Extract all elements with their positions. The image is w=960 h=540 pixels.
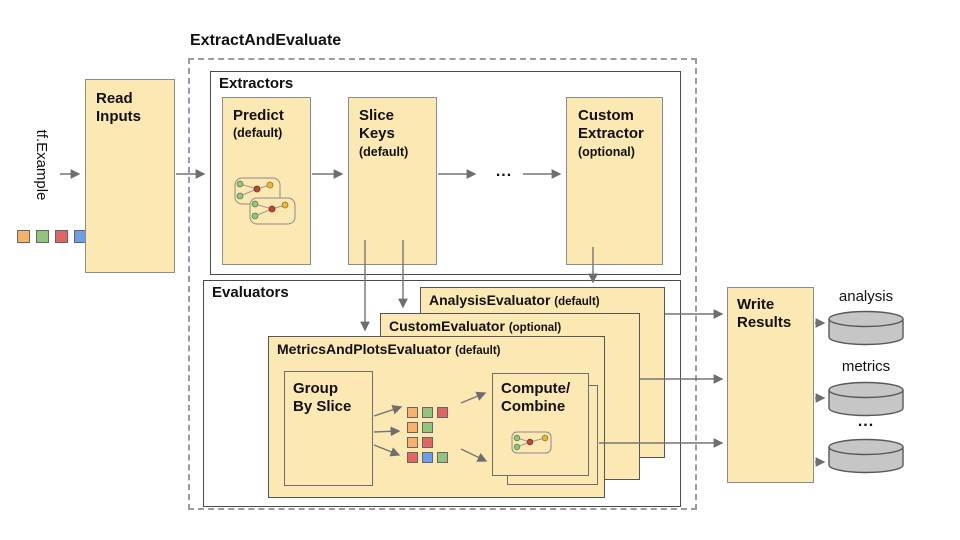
read-inputs-box: Read Inputs — [85, 79, 175, 273]
slice-square-red — [437, 407, 448, 418]
read-inputs-label-line2: Inputs — [96, 108, 141, 126]
slice-square-orange — [407, 407, 418, 418]
slice-square-orange — [407, 437, 418, 448]
extractor-slice-keys-box: Slice Keys (default) — [348, 97, 437, 265]
read-inputs-label-line1: Read — [96, 90, 133, 107]
write-results-box: Write Results — [727, 287, 814, 483]
tf-example-label: tf.Example — [33, 129, 50, 201]
custom-extractor-label-line2: Extractor — [578, 125, 644, 143]
input-legend — [17, 230, 87, 243]
slice-row-3 — [407, 437, 448, 448]
pipeline-dashed-boundary — [188, 58, 697, 510]
legend-square-orange — [17, 230, 30, 243]
slice-keys-label-line1: Slice — [359, 107, 395, 124]
slice-square-green — [422, 407, 433, 418]
predict-label: Predict — [233, 107, 284, 124]
analysis-evaluator-label: AnalysisEvaluator — [429, 292, 551, 308]
model-graph-icon — [511, 431, 552, 454]
extractor-custom-box: Custom Extractor (optional) — [566, 97, 663, 265]
pipeline-title: ExtractAndEvaluate — [190, 32, 342, 49]
slice-square-blue — [422, 452, 433, 463]
legend-square-red — [55, 230, 68, 243]
custom-extractor-qualifier: (optional) — [578, 144, 635, 159]
slice-keys-label-line2: Keys — [359, 125, 395, 143]
group-by-slice-box: Group By Slice — [284, 371, 373, 486]
output-analysis-label: analysis — [838, 288, 894, 305]
predict-qualifier: (default) — [233, 126, 283, 141]
compute-combine-box: Compute/ Combine — [492, 373, 589, 476]
metrics-plots-evaluator-qualifier: (default) — [455, 345, 501, 357]
group-by-slice-label-line1: Group — [293, 380, 338, 397]
legend-square-green — [36, 230, 49, 243]
write-results-label-line2: Results — [737, 314, 792, 332]
slice-square-red — [407, 452, 418, 463]
custom-evaluator-label: CustomEvaluator — [389, 318, 505, 334]
slice-row-2 — [407, 422, 448, 433]
database-cylinder-icon — [828, 310, 904, 346]
database-cylinder-icon — [828, 438, 904, 474]
slice-square-red — [422, 437, 433, 448]
sliced-data-squares — [407, 407, 448, 467]
database-cylinder-icon — [828, 381, 904, 417]
slice-square-green — [437, 452, 448, 463]
slice-square-green — [422, 422, 433, 433]
slice-square-orange — [407, 422, 418, 433]
group-by-slice-label-line2: By Slice — [293, 398, 352, 416]
slice-row-4 — [407, 452, 448, 463]
compute-combine-label-line2: Combine — [501, 398, 566, 416]
slice-keys-qualifier: (default) — [359, 144, 409, 159]
analysis-evaluator-qualifier: (default) — [554, 296, 600, 308]
slice-row-1 — [407, 407, 448, 418]
evaluators-title: Evaluators — [212, 284, 289, 301]
output-metrics-label: metrics — [841, 358, 891, 375]
extractors-ellipsis: ... — [495, 163, 513, 180]
compute-combine-label-line1: Compute/ — [501, 380, 571, 397]
extractors-title: Extractors — [219, 75, 294, 92]
write-results-label-line1: Write — [737, 296, 775, 313]
metrics-plots-evaluator-label: MetricsAndPlotsEvaluator — [277, 341, 452, 357]
model-graph-icon — [234, 177, 296, 225]
output-more-label: ... — [857, 413, 875, 430]
custom-extractor-label-line1: Custom — [578, 107, 634, 124]
custom-evaluator-qualifier: (optional) — [508, 322, 562, 334]
